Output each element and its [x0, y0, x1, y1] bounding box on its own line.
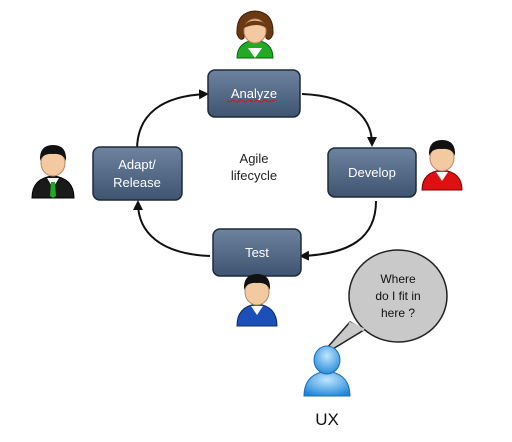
bubble-text-line1: Where	[380, 272, 416, 286]
stage-test-label: Test	[245, 245, 269, 260]
arrow-test-to-adapt	[133, 200, 211, 257]
arrow-analyze-to-develop	[301, 93, 377, 147]
arrow-adapt-to-analyze	[136, 89, 209, 151]
center-label-line2: lifecycle	[231, 168, 277, 183]
stage-test: Test	[212, 228, 302, 277]
arrow-develop-to-test	[299, 200, 377, 261]
spellcheck-underline	[226, 99, 276, 103]
stage-analyze: Analyze	[207, 69, 301, 118]
stage-adapt-release: Adapt/ Release	[92, 146, 183, 201]
bubble-text-line2: do I fit in	[375, 289, 420, 303]
center-label-line1: Agile	[240, 151, 269, 166]
ux-label: UX	[315, 410, 339, 429]
person-male-red-icon	[421, 140, 463, 191]
person-male-suit-icon	[31, 145, 75, 199]
stage-adapt-label-line1: Adapt/	[118, 157, 156, 172]
stage-develop-label: Develop	[348, 165, 396, 180]
stage-analyze-label: Analyze	[231, 86, 277, 101]
bubble-text-line3: here ?	[381, 306, 415, 320]
person-male-blue-icon	[236, 274, 278, 327]
speech-bubble: Where do I fit in here ?	[317, 249, 448, 359]
person-female-green-icon	[236, 10, 274, 59]
stage-develop: Develop	[327, 147, 417, 198]
stage-adapt-label-line2: Release	[113, 175, 161, 190]
person-generic-blue-icon	[303, 345, 351, 397]
